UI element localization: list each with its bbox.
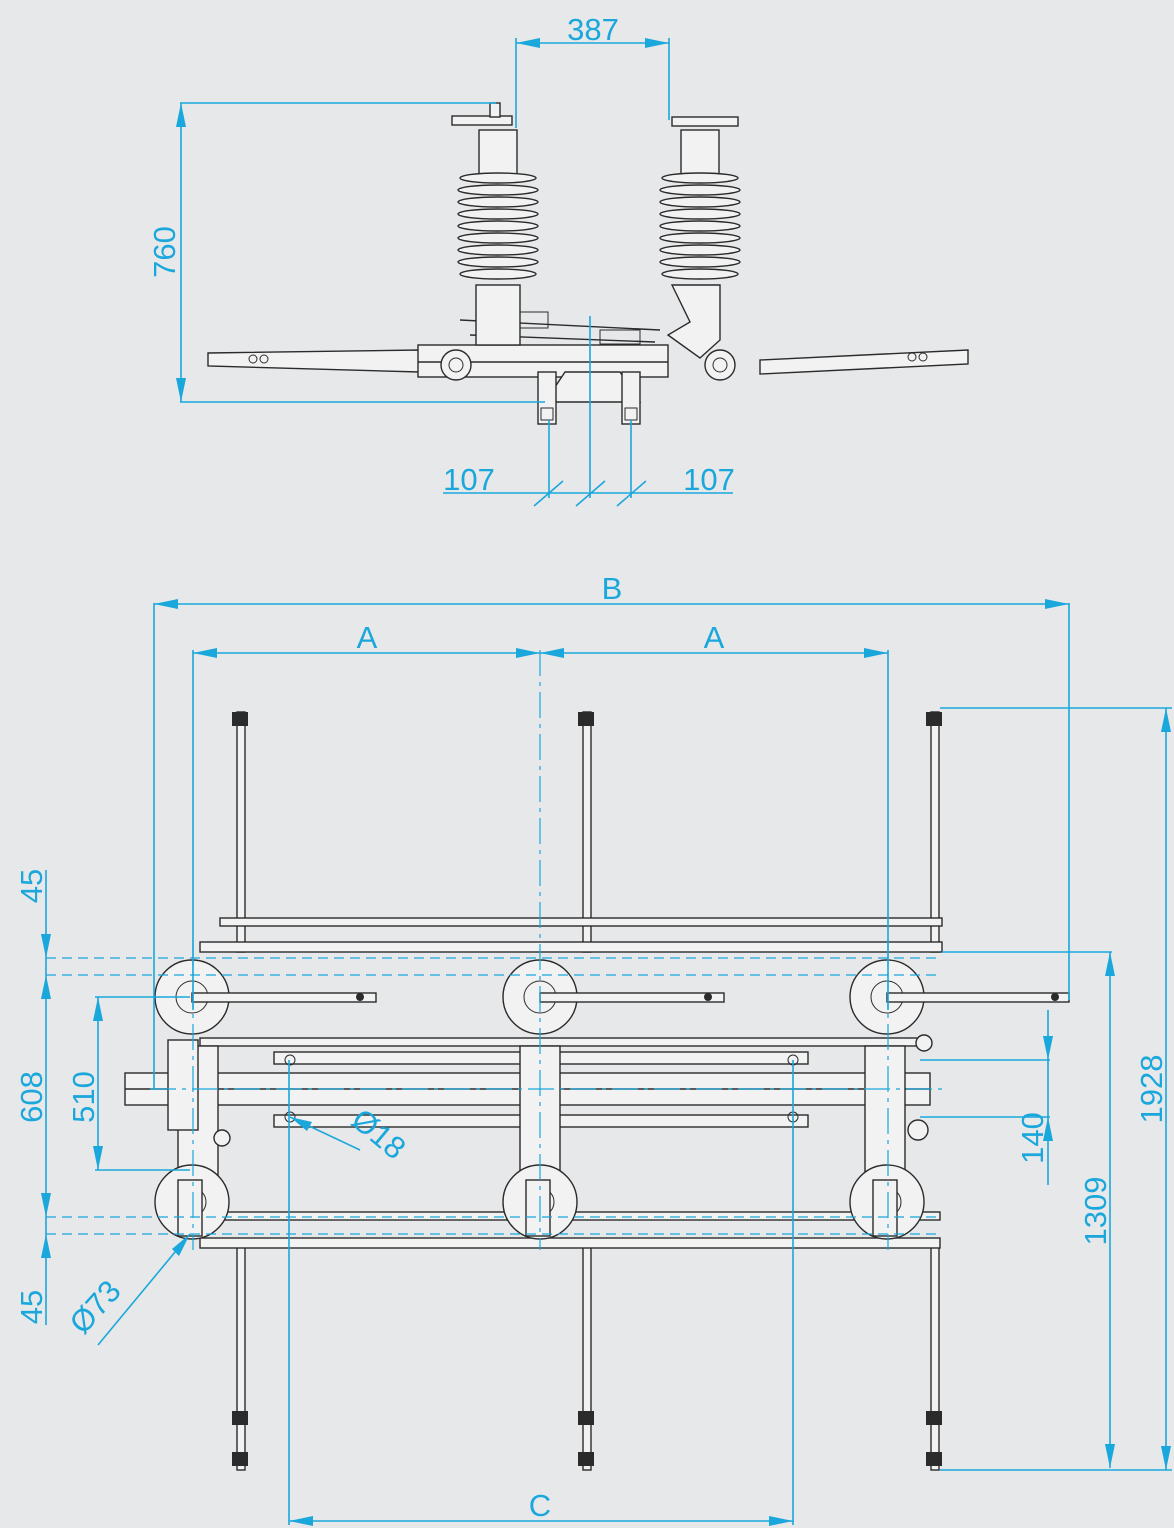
dim-45-bottom: 45: [14, 1290, 49, 1324]
dim-387: 387: [567, 12, 619, 47]
dim-c: C: [529, 1488, 551, 1523]
dim-510: 510: [66, 1071, 101, 1123]
dim-760: 760: [147, 226, 182, 278]
dim-a-left: A: [357, 620, 378, 655]
dim-1309: 1309: [1078, 1177, 1113, 1246]
dim-hole-73: Ø73: [63, 1273, 128, 1340]
dim-107-left: 107: [443, 462, 495, 497]
dim-140: 140: [1015, 1112, 1050, 1164]
plan-view-dimensions: [41, 599, 1172, 1526]
dim-608: 608: [14, 1071, 49, 1123]
side-view-dimensions: [176, 38, 733, 507]
dim-b: B: [602, 571, 623, 606]
plan-view: [124, 711, 1070, 1471]
side-elevation-view: [207, 102, 969, 425]
dim-1928: 1928: [1134, 1055, 1169, 1124]
dim-hole-18: Ø18: [345, 1102, 412, 1166]
dim-a-right: A: [704, 620, 725, 655]
dim-45-top: 45: [14, 869, 49, 903]
dim-107-right: 107: [683, 462, 735, 497]
